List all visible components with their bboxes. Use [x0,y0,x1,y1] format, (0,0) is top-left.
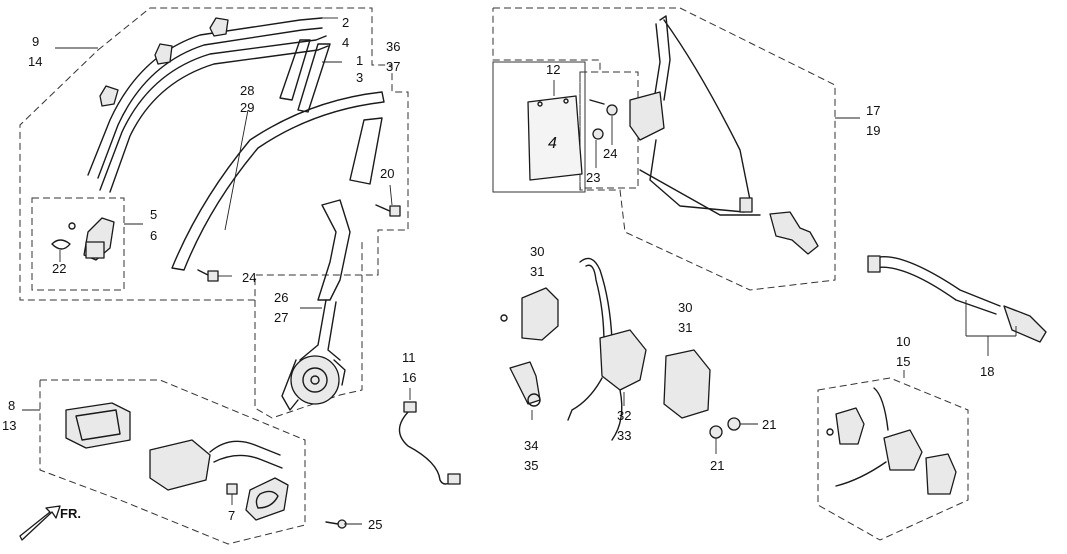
callout-36: 36 [386,39,400,54]
callout-29: 29 [240,100,254,115]
retractor-cover-right [663,349,711,419]
callout-24-left: 24 [242,270,256,285]
tag-glyph: 4 [548,135,557,152]
channel-rear-strip [279,39,331,113]
callout-23: 23 [586,170,600,185]
callout-7: 7 [228,508,235,523]
warning-tag: 4 [527,95,583,181]
callout-34: 34 [524,438,538,453]
rear-buckle-assembly [867,255,1047,343]
retractor-cover-left [500,287,559,341]
callout-15: 15 [896,354,910,369]
callout-37: 37 [386,59,400,74]
weatherstrip-outer [87,17,329,193]
group-outline-rear-belt [817,377,969,541]
callout-26: 26 [274,290,288,305]
direction-label: FR. [60,506,81,521]
group-outline-front-belt [492,7,836,291]
callout-20: 20 [380,166,394,181]
callout-17: 17 [866,103,880,118]
callout-21-bottom: 21 [710,458,724,473]
rear-center-belt [826,387,957,495]
wire-harness [398,401,461,485]
callout-2: 2 [342,15,349,30]
callout-24-right: 24 [603,146,617,161]
bolt-24-left [197,269,219,282]
group-outline-window-channel [19,7,409,301]
callout-1: 1 [356,53,363,68]
callout-5: 5 [150,207,157,222]
group-outline-switch-box [31,197,125,291]
group-outline-regulator [254,240,363,419]
door-glass-run-channel [171,91,385,271]
bolts-23-24 [589,99,618,140]
callout-32: 32 [617,408,631,423]
callout-8: 8 [8,398,15,413]
handle-cover [245,477,289,521]
callout-18: 18 [980,364,994,379]
leader-lines [22,17,1017,525]
callout-30-left: 30 [530,244,544,259]
callout-33: 33 [617,428,631,443]
callout-14: 14 [28,54,42,69]
callout-30-right: 30 [678,300,692,315]
clip-7 [226,483,238,495]
callout-12: 12 [546,62,560,77]
front-seat-belt [629,15,819,255]
inner-handle-assembly [149,439,283,491]
callout-16: 16 [402,370,416,385]
callout-19: 19 [866,123,880,138]
callout-27: 27 [274,310,288,325]
clip-set [99,17,229,107]
callout-21-right: 21 [762,417,776,432]
callout-22: 22 [52,261,66,276]
callout-31-right: 31 [678,320,692,335]
buckle-34-35 [509,361,541,407]
rear-seat-belt-retractor [567,257,647,441]
bolt-20 [375,204,401,217]
callout-31-left: 31 [530,264,544,279]
group-outline-handle [39,379,306,545]
callout-13: 13 [2,418,16,433]
callout-11: 11 [402,350,416,365]
power-window-switch [51,217,115,261]
callout-6: 6 [150,228,157,243]
callout-3: 3 [356,70,363,85]
callout-10: 10 [896,334,910,349]
callout-9: 9 [32,34,39,49]
callout-35: 35 [524,458,538,473]
inner-handle-bezel [65,402,131,449]
front-direction-arrow-icon [19,505,61,541]
window-regulator [281,199,351,411]
screw-25 [325,519,347,529]
nuts-21 [709,417,741,439]
callout-25: 25 [368,517,382,532]
callout-4: 4 [342,35,349,50]
callout-28: 28 [240,83,254,98]
group-outline-tag-box [492,61,586,193]
